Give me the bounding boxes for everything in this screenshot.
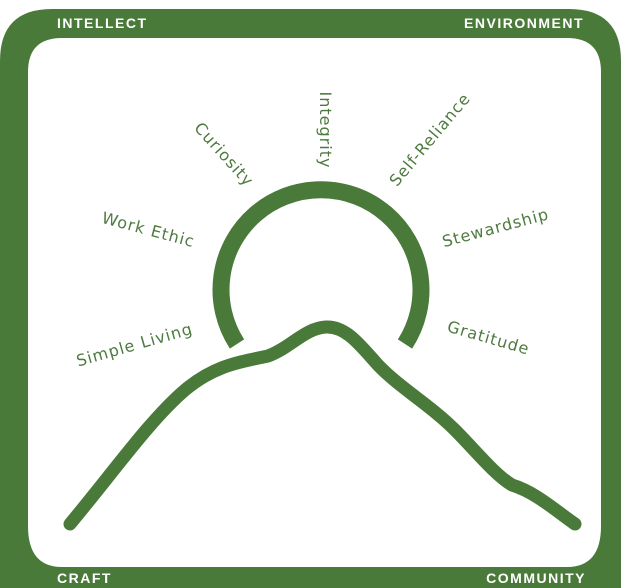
- value-label-simple-living: Simple Living: [74, 319, 195, 370]
- value-label-gratitude: Gratitude: [445, 317, 532, 359]
- corner-label-environment: ENVIRONMENT: [464, 15, 584, 31]
- value-label-work-ethic: Work Ethic: [100, 208, 197, 251]
- mountain-line: [63, 320, 582, 531]
- value-label-self-reliance: Self-Reliance: [385, 89, 474, 190]
- value-label-stewardship: Stewardship: [440, 204, 551, 251]
- value-label-curiosity: Curiosity: [190, 118, 257, 190]
- corner-label-craft: CRAFT: [57, 570, 112, 586]
- corner-label-intellect: INTELLECT: [57, 15, 148, 31]
- sun-arc: [212, 181, 430, 349]
- value-label-integrity: Integrity: [316, 92, 335, 169]
- corner-label-community: COMMUNITY: [486, 570, 586, 586]
